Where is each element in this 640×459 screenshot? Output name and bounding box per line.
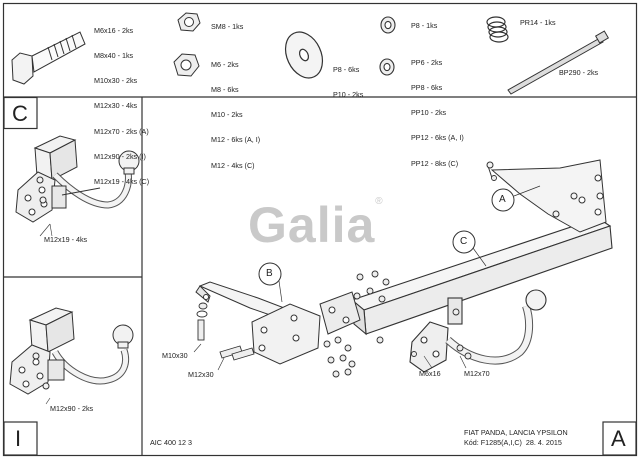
nut-item: M6 - 2ks xyxy=(211,59,239,69)
bolt-list: M6x16 - 2ks M8x40 - 1ks M10x30 - 2ks M12… xyxy=(94,10,149,195)
bolt-item: M8x40 - 1ks xyxy=(94,51,134,61)
callout-a: A xyxy=(499,194,506,205)
spring-ring-icon xyxy=(486,16,509,43)
variant-c-letter: C xyxy=(12,101,28,126)
callout-c: C xyxy=(460,236,468,247)
nut-item: M12 - 6ks (A, I) xyxy=(211,135,261,145)
p8-label: P8 - 1ks xyxy=(411,21,438,30)
nut-item: M12 - 4ks (C) xyxy=(211,160,255,170)
m12x30-label: M12x30 xyxy=(188,370,214,379)
spring-washer-icon xyxy=(379,58,395,76)
large-washer-item: P8 - 6ks xyxy=(333,64,360,74)
bolt-item: M6x16 - 2ks xyxy=(94,25,134,35)
spring-washer-list: PP6 - 2ks PP8 - 6ks PP10 - 2ks PP12 - 6k… xyxy=(411,42,464,177)
nut-icon xyxy=(173,53,200,77)
left-side-plate xyxy=(251,291,361,365)
main-crossbeam xyxy=(350,217,613,336)
logo-mark: ® xyxy=(375,196,384,207)
bolt-item: M12x30 - 4ks xyxy=(94,101,138,111)
variant-i-bolt-label: M12x90 - 2ks xyxy=(50,404,94,413)
callout-b-circle xyxy=(258,262,282,286)
variant-a-letter: A xyxy=(611,426,626,451)
variant-i-tow-ball-illustration xyxy=(9,307,134,395)
washer-icon xyxy=(380,16,396,34)
bolt-item: M10x30 - 2ks xyxy=(94,76,138,86)
variant-c-tow-ball-illustration xyxy=(15,135,140,223)
bp290-label: BP290 - 2ks xyxy=(559,68,599,77)
m6x16-label: M6x16 xyxy=(419,369,441,378)
bolt-icon xyxy=(11,31,86,85)
bolt-item: M12x19 - 4ks (C) xyxy=(94,177,150,187)
cable-tie-icon xyxy=(507,30,610,95)
large-washer-icon xyxy=(284,31,324,79)
m12x70-label: M12x70 xyxy=(464,369,490,378)
bolt-item: M12x70 - 2ks (A) xyxy=(94,126,149,136)
part-code-date: Kód: F1285(A,I,C) 28. 4. 2015 xyxy=(464,438,562,447)
large-washer-list: P8 - 6ks P10 - 2ks xyxy=(333,49,363,108)
m10x30-label: M10x30 xyxy=(162,351,188,360)
spring-washer-item: PP6 - 2ks xyxy=(411,57,443,67)
nut-list: M6 - 2ks M8 - 6ks M10 - 2ks M12 - 6ks (A… xyxy=(211,44,260,179)
galia-logo: Galia® xyxy=(248,196,384,254)
spring-washer-item: PP10 - 2ks xyxy=(411,108,447,118)
callout-c-circle xyxy=(452,230,476,254)
bracket-a xyxy=(486,159,607,233)
callout-b: B xyxy=(266,268,273,279)
bolt-item: M12x90 - 2ks (I) xyxy=(94,151,146,161)
vehicle-name: FIAT PANDA, LANCIA YPSILON xyxy=(464,428,568,437)
spring-washer-item: PP12 - 8ks (C) xyxy=(411,158,459,168)
logo-text: Galia xyxy=(248,197,376,253)
spring-washer-item: PP8 - 6ks xyxy=(411,83,443,93)
nut-item: M10 - 2ks xyxy=(211,110,243,120)
large-washer-item: P10 - 2ks xyxy=(333,90,364,100)
variant-i-letter: I xyxy=(15,426,22,451)
variant-c-bolt-label: M12x19 - 4ks xyxy=(44,235,88,244)
spring-washer-item: PP12 - 6ks (A, I) xyxy=(411,133,464,143)
nut-item: M8 - 6ks xyxy=(211,85,239,95)
drawing-code: AIC 400 12 3 xyxy=(150,438,192,447)
sm8-label: SM8 - 1ks xyxy=(211,22,244,31)
pr14-label: PR14 - 1ks xyxy=(520,18,556,27)
locknut-icon xyxy=(177,12,201,32)
fastener-set xyxy=(196,175,497,378)
callout-a-circle xyxy=(491,188,515,212)
